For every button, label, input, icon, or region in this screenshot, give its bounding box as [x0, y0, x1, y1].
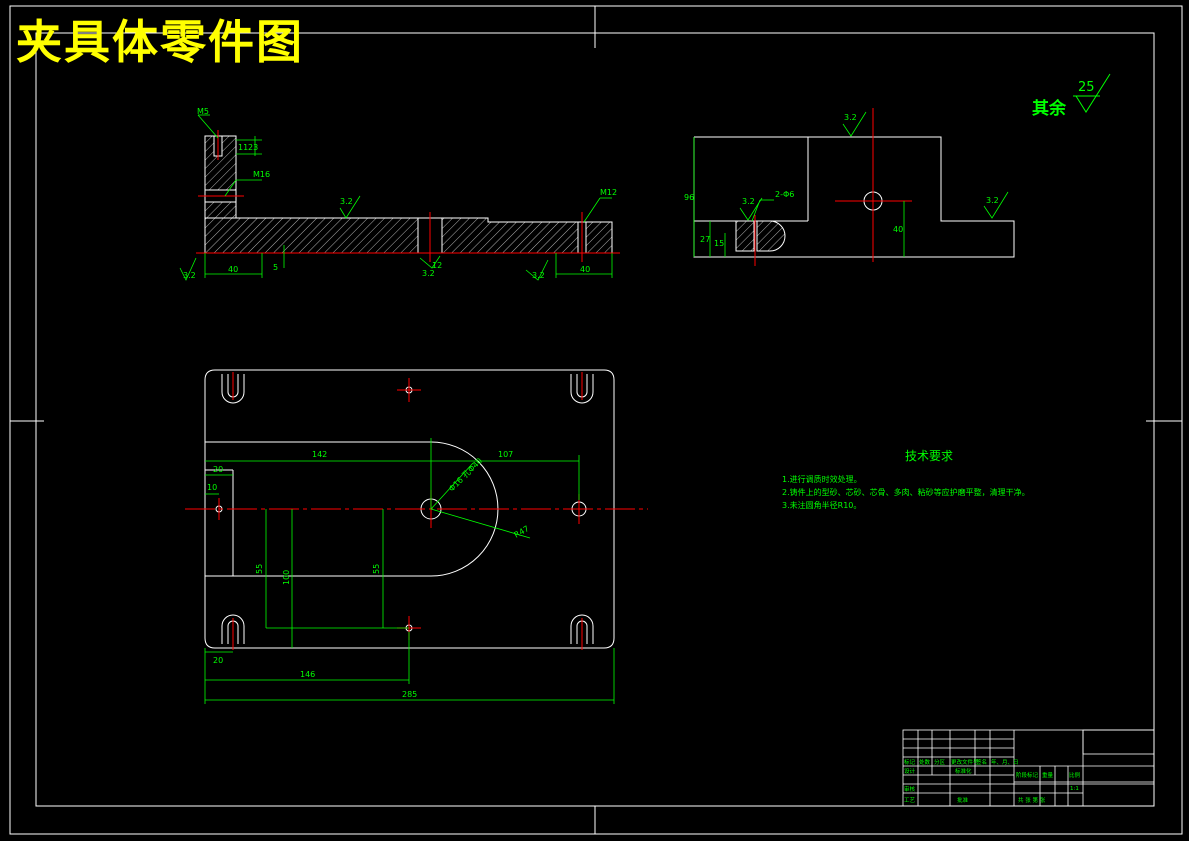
plan-d20b: 20: [213, 656, 223, 665]
tb-process: 工艺: [904, 797, 916, 804]
tb-count: 处数: [919, 758, 931, 766]
tech-req-heading: 技术要求: [905, 449, 953, 463]
tb-change-doc: 更改文件号: [951, 758, 979, 766]
side-view: 3.2 3.2 3.2 2-Φ6 96 27 15 40: [684, 108, 1015, 266]
tb-standard: 标准化: [955, 767, 972, 775]
tb-mark: 标记: [904, 758, 916, 766]
front-d23: 23: [248, 143, 258, 152]
surface-finish-label: 其余: [1032, 98, 1067, 119]
side-d27: 27: [700, 235, 710, 244]
front-d5: 5: [273, 263, 278, 272]
plan-d142: 142: [312, 450, 327, 459]
tech-req-item-2: 2.铸件上的型砂、芯砂、芯骨、多肉、粘砂等应护磨平整，清理干净。: [782, 487, 1030, 497]
plan-d55b: 55: [372, 564, 381, 574]
surface-finish-value: 25: [1078, 80, 1095, 95]
plan-d107: 107: [498, 450, 513, 459]
tb-sign: 签名: [976, 758, 987, 766]
tb-scale-value: 1:1: [1070, 786, 1079, 792]
front-d40b: 40: [580, 265, 590, 274]
technical-requirements: 技术要求 1.进行调质时效处理。 2.铸件上的型砂、芯砂、芯骨、多肉、粘砂等应护…: [782, 449, 1030, 510]
front-m5: M5: [197, 107, 209, 116]
tech-req-item-3: 3.未注圆角半径R10。: [782, 500, 861, 510]
front-r32d: 3.2: [532, 271, 545, 280]
side-r32top: 3.2: [844, 113, 857, 122]
plan-d20a: 20: [213, 465, 223, 474]
drawing-title: 夹具体零件图: [16, 15, 304, 69]
front-m16: M16: [253, 170, 270, 179]
plan-d146: 146: [300, 670, 315, 679]
title-block: 标记 处数 分区 更改文件号 签名 年、月、日 设计 标准化 审核 工艺 批准 …: [902, 729, 1155, 807]
side-d96: 96: [684, 193, 694, 202]
tb-zone: 分区: [934, 758, 946, 766]
front-r32a: 3.2: [340, 197, 353, 206]
front-d40a: 40: [228, 265, 238, 274]
plan-d100: 100: [282, 570, 291, 585]
tb-design: 设计: [904, 767, 916, 775]
front-d11: 11: [238, 143, 248, 152]
front-r32b: 3.2: [183, 271, 196, 280]
side-d15: 15: [714, 239, 724, 248]
side-r32mid: 3.2: [742, 197, 755, 206]
plan-phi: Φ16 孔Φ40: [447, 456, 484, 493]
tb-date: 年、月、日: [991, 758, 1019, 766]
tb-stage: 阶段标记: [1016, 771, 1039, 779]
sheet-frame: [9, 5, 1183, 835]
tb-review: 审核: [904, 785, 916, 793]
tb-sheets: 共 张 第 张: [1018, 796, 1046, 804]
plan-view: 20 10 142 107 Φ16 孔Φ40 R47 55 100 55 20 …: [185, 369, 648, 704]
tech-req-item-1: 1.进行调质时效处理。: [782, 474, 862, 484]
front-r32c: 3.2: [422, 269, 435, 278]
front-view: M5 M16 M12 11 23 40 40 5 12 3.2 3.2 3.2 …: [179, 107, 620, 281]
side-holes: 2-Φ6: [775, 190, 794, 199]
surface-finish-note: 其余 25: [1032, 73, 1111, 119]
front-m12: M12: [600, 188, 617, 197]
plan-d285: 285: [402, 690, 417, 699]
plan-d10: 10: [207, 483, 217, 492]
side-d40: 40: [893, 225, 903, 234]
tb-weight: 重量: [1042, 771, 1054, 779]
front-d12: 12: [432, 261, 442, 270]
side-r32right: 3.2: [986, 196, 999, 205]
tb-approve: 批准: [957, 796, 969, 804]
plan-d55a: 55: [255, 564, 264, 574]
tb-scale: 比例: [1069, 771, 1081, 779]
